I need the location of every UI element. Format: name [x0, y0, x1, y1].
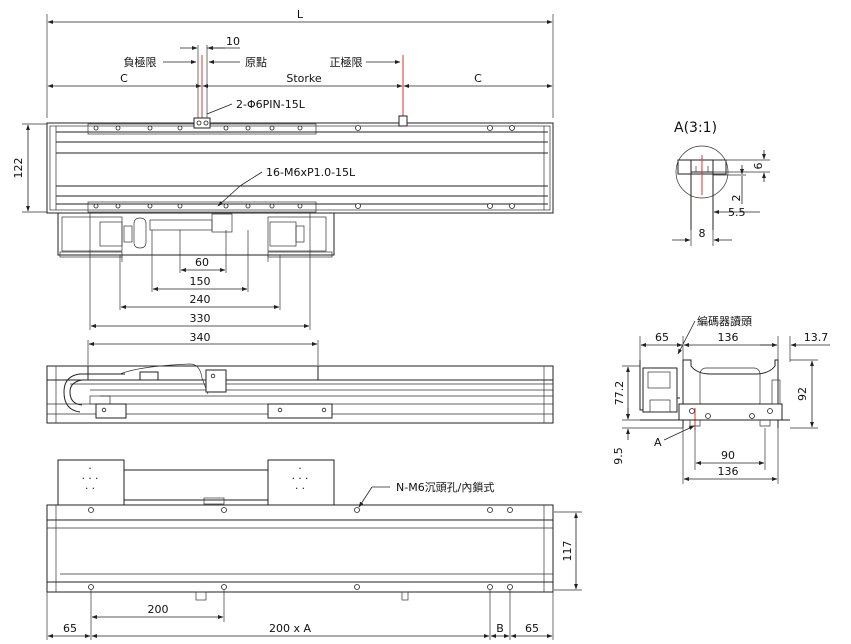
pitch-count-label: 200 x A — [269, 622, 311, 635]
end-dim-13-7: 13.7 — [804, 331, 829, 344]
height-117-label: 117 — [561, 541, 574, 562]
mount-callout: N-M6沉頭孔/內鎖式 — [396, 480, 494, 494]
top-view: L 10 負極限 原點 正極限 C Storke C 2-Φ6PIN-15L 1… — [12, 8, 554, 330]
side-view: 340 — [46, 331, 554, 424]
svg-text:·: · — [298, 463, 301, 475]
end-b-label: B — [496, 622, 504, 635]
origin-label: 原點 — [245, 56, 267, 69]
encoder-label: 編碼器讀頭 — [697, 314, 752, 328]
positive-limit-label: 正極限 — [330, 55, 363, 69]
overall-length-label: L — [297, 8, 304, 21]
svg-text:· ·: · · — [295, 483, 305, 495]
end-view: 編碼器讀頭 65 136 13.7 — [612, 314, 830, 484]
mark-a: A — [654, 436, 662, 449]
end-dim-90: 90 — [721, 449, 735, 462]
pin-offset-label: 10 — [226, 35, 240, 48]
end-right-label: 65 — [525, 622, 539, 635]
dim-60: 60 — [195, 256, 209, 269]
bottom-view: · · · · · · · · · · · · N-M6沉頭孔/內鎖式 — [46, 459, 582, 640]
clearance-left-label: C — [120, 72, 128, 85]
end-dim-136-bottom: 136 — [718, 465, 739, 478]
dim-150: 150 — [190, 275, 211, 288]
detail-dim-2: 2 — [730, 195, 743, 202]
height-122-label: 122 — [12, 158, 25, 179]
end-dim-136-top: 136 — [718, 331, 739, 344]
detail-dim-5-5: 5.5 — [728, 206, 746, 219]
clearance-right-label: C — [474, 72, 482, 85]
end-left-label: 65 — [63, 622, 77, 635]
mounting-holes-top — [93, 125, 515, 209]
svg-text:· · ·: · · · — [82, 473, 99, 485]
detail-dim-6: 6 — [752, 163, 765, 170]
svg-text:· · ·: · · · — [292, 473, 309, 485]
tap-callout: 16-M6xP1.0-15L — [266, 166, 356, 179]
dim-330: 330 — [190, 312, 211, 325]
pin-callout: 2-Φ6PIN-15L — [236, 98, 306, 111]
detail-dim-8: 8 — [699, 227, 706, 240]
dim-240: 240 — [190, 293, 211, 306]
end-dim-65: 65 — [655, 331, 669, 344]
stroke-label: Storke — [286, 72, 322, 85]
pitch-label: 200 — [148, 603, 169, 616]
negative-limit-label: 負極限 — [124, 55, 157, 69]
end-offset-9-5: 9.5 — [612, 447, 625, 465]
svg-text:· ·: · · — [85, 483, 95, 495]
svg-text:·: · — [88, 463, 91, 475]
detail-a-view: A(3:1) 6 2 5.5 8 — [672, 120, 770, 246]
end-height-92: 92 — [796, 387, 809, 401]
end-height-77-2: 77.2 — [613, 381, 626, 406]
detail-title: A(3:1) — [674, 120, 717, 136]
dim-340: 340 — [190, 331, 211, 344]
